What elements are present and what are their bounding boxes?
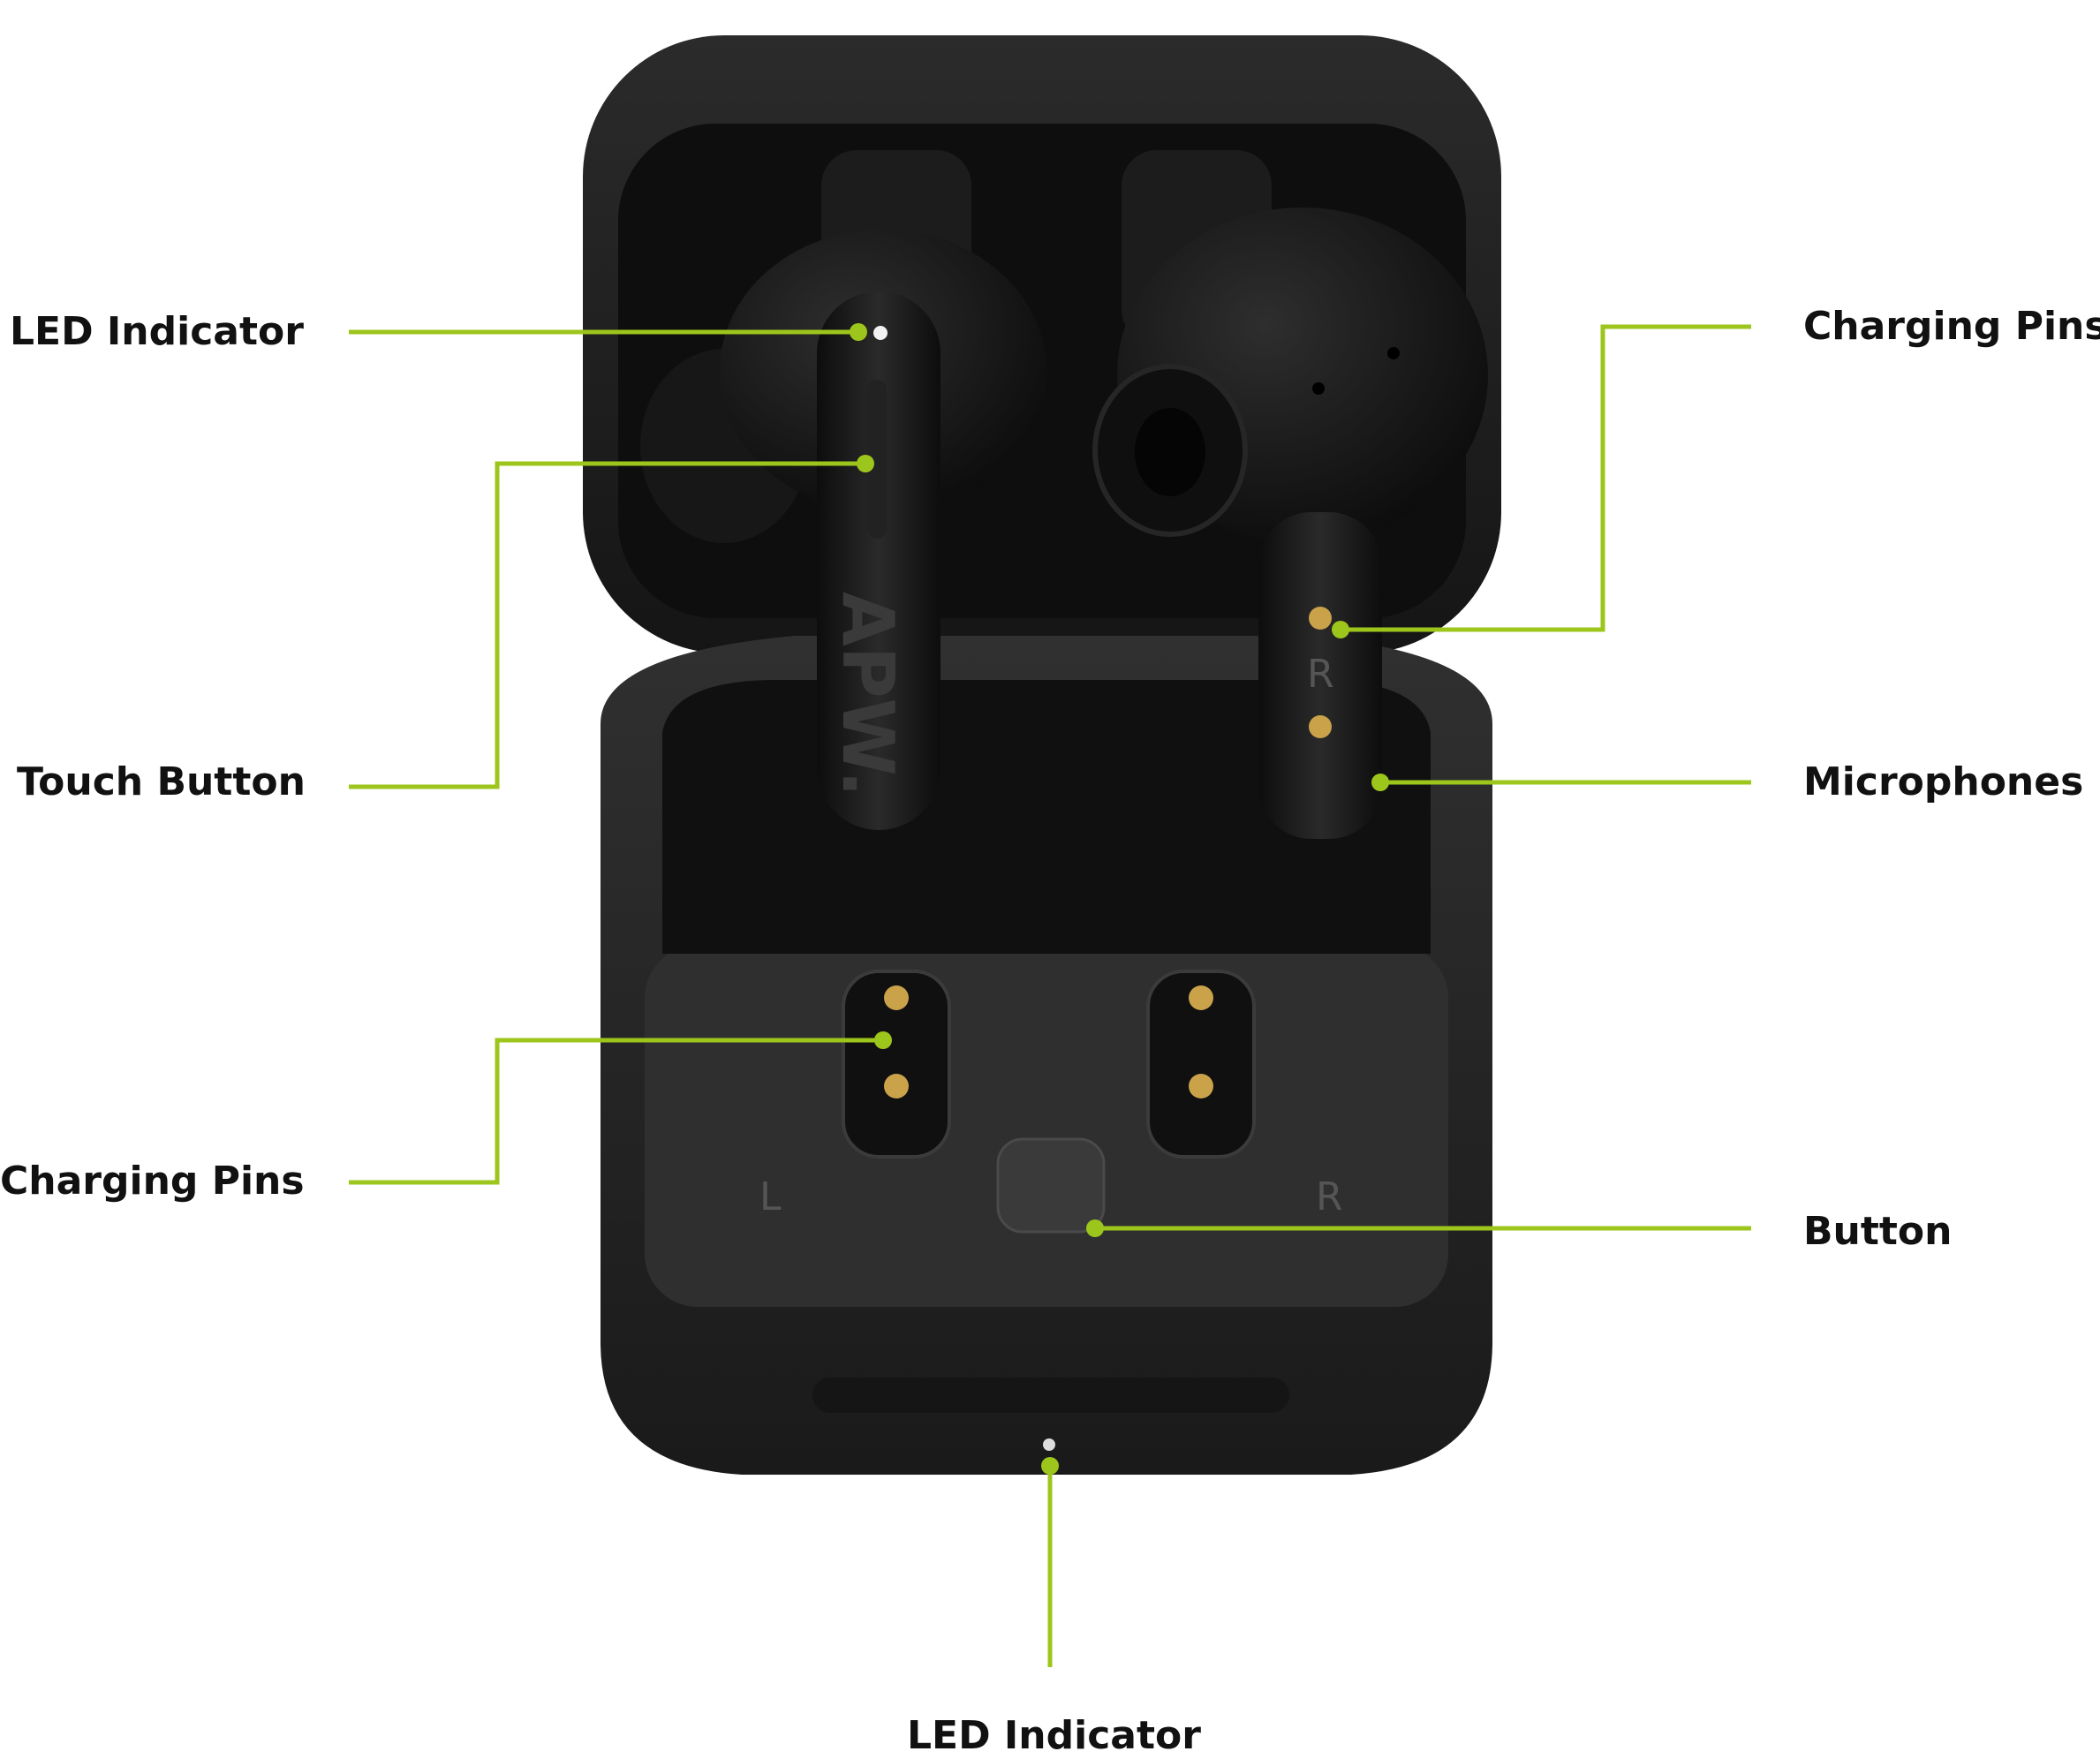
- left-pin-bottom: [884, 1074, 909, 1098]
- leader-touch-button: [349, 461, 865, 789]
- leader-touch-button-dot: [857, 455, 874, 472]
- brand-logo: APW.: [827, 592, 909, 797]
- earbud-pin-top: [1309, 607, 1332, 630]
- left-charging-well: [842, 970, 951, 1159]
- left-pin-top: [884, 985, 909, 1010]
- right-pin-top: [1189, 985, 1213, 1010]
- leader-button-dot: [1086, 1219, 1104, 1237]
- leader-charging-left: [349, 1038, 883, 1185]
- leader-microphones-dot: [1371, 774, 1389, 791]
- label-touch-button: Touch Button: [17, 759, 306, 804]
- leader-lines: [349, 323, 1751, 1667]
- leader-led-bottom-dot: [1041, 1457, 1059, 1475]
- leader-charging-left-dot: [874, 1031, 892, 1049]
- case-led: [1043, 1438, 1055, 1451]
- right-charging-well: [1146, 970, 1256, 1159]
- leader-charging-right: [1341, 324, 1751, 632]
- label-led-indicator-top: LED Indicator: [10, 309, 304, 354]
- right-pin-bottom: [1189, 1074, 1213, 1098]
- case-left-mark: L: [759, 1174, 782, 1219]
- label-charging-pins-right: Charging Pins: [1803, 304, 2100, 349]
- label-button: Button: [1803, 1209, 1953, 1254]
- leader-charging-right-dot: [1332, 621, 1349, 638]
- earbud-pin-bottom: [1309, 715, 1332, 738]
- label-charging-pins-left: Charging Pins: [0, 1159, 305, 1204]
- case-right-mark: R: [1316, 1174, 1343, 1219]
- right-earbud: R: [1092, 208, 1488, 839]
- leader-led-top-dot: [850, 323, 867, 341]
- case-button: [996, 1137, 1106, 1234]
- earbud-led: [873, 326, 888, 340]
- label-led-indicator-bottom: LED Indicator: [907, 1713, 1201, 1758]
- label-microphones: Microphones: [1803, 759, 2084, 804]
- left-earbud: APW.: [640, 230, 1046, 830]
- earbud-right-mark: R: [1307, 652, 1334, 697]
